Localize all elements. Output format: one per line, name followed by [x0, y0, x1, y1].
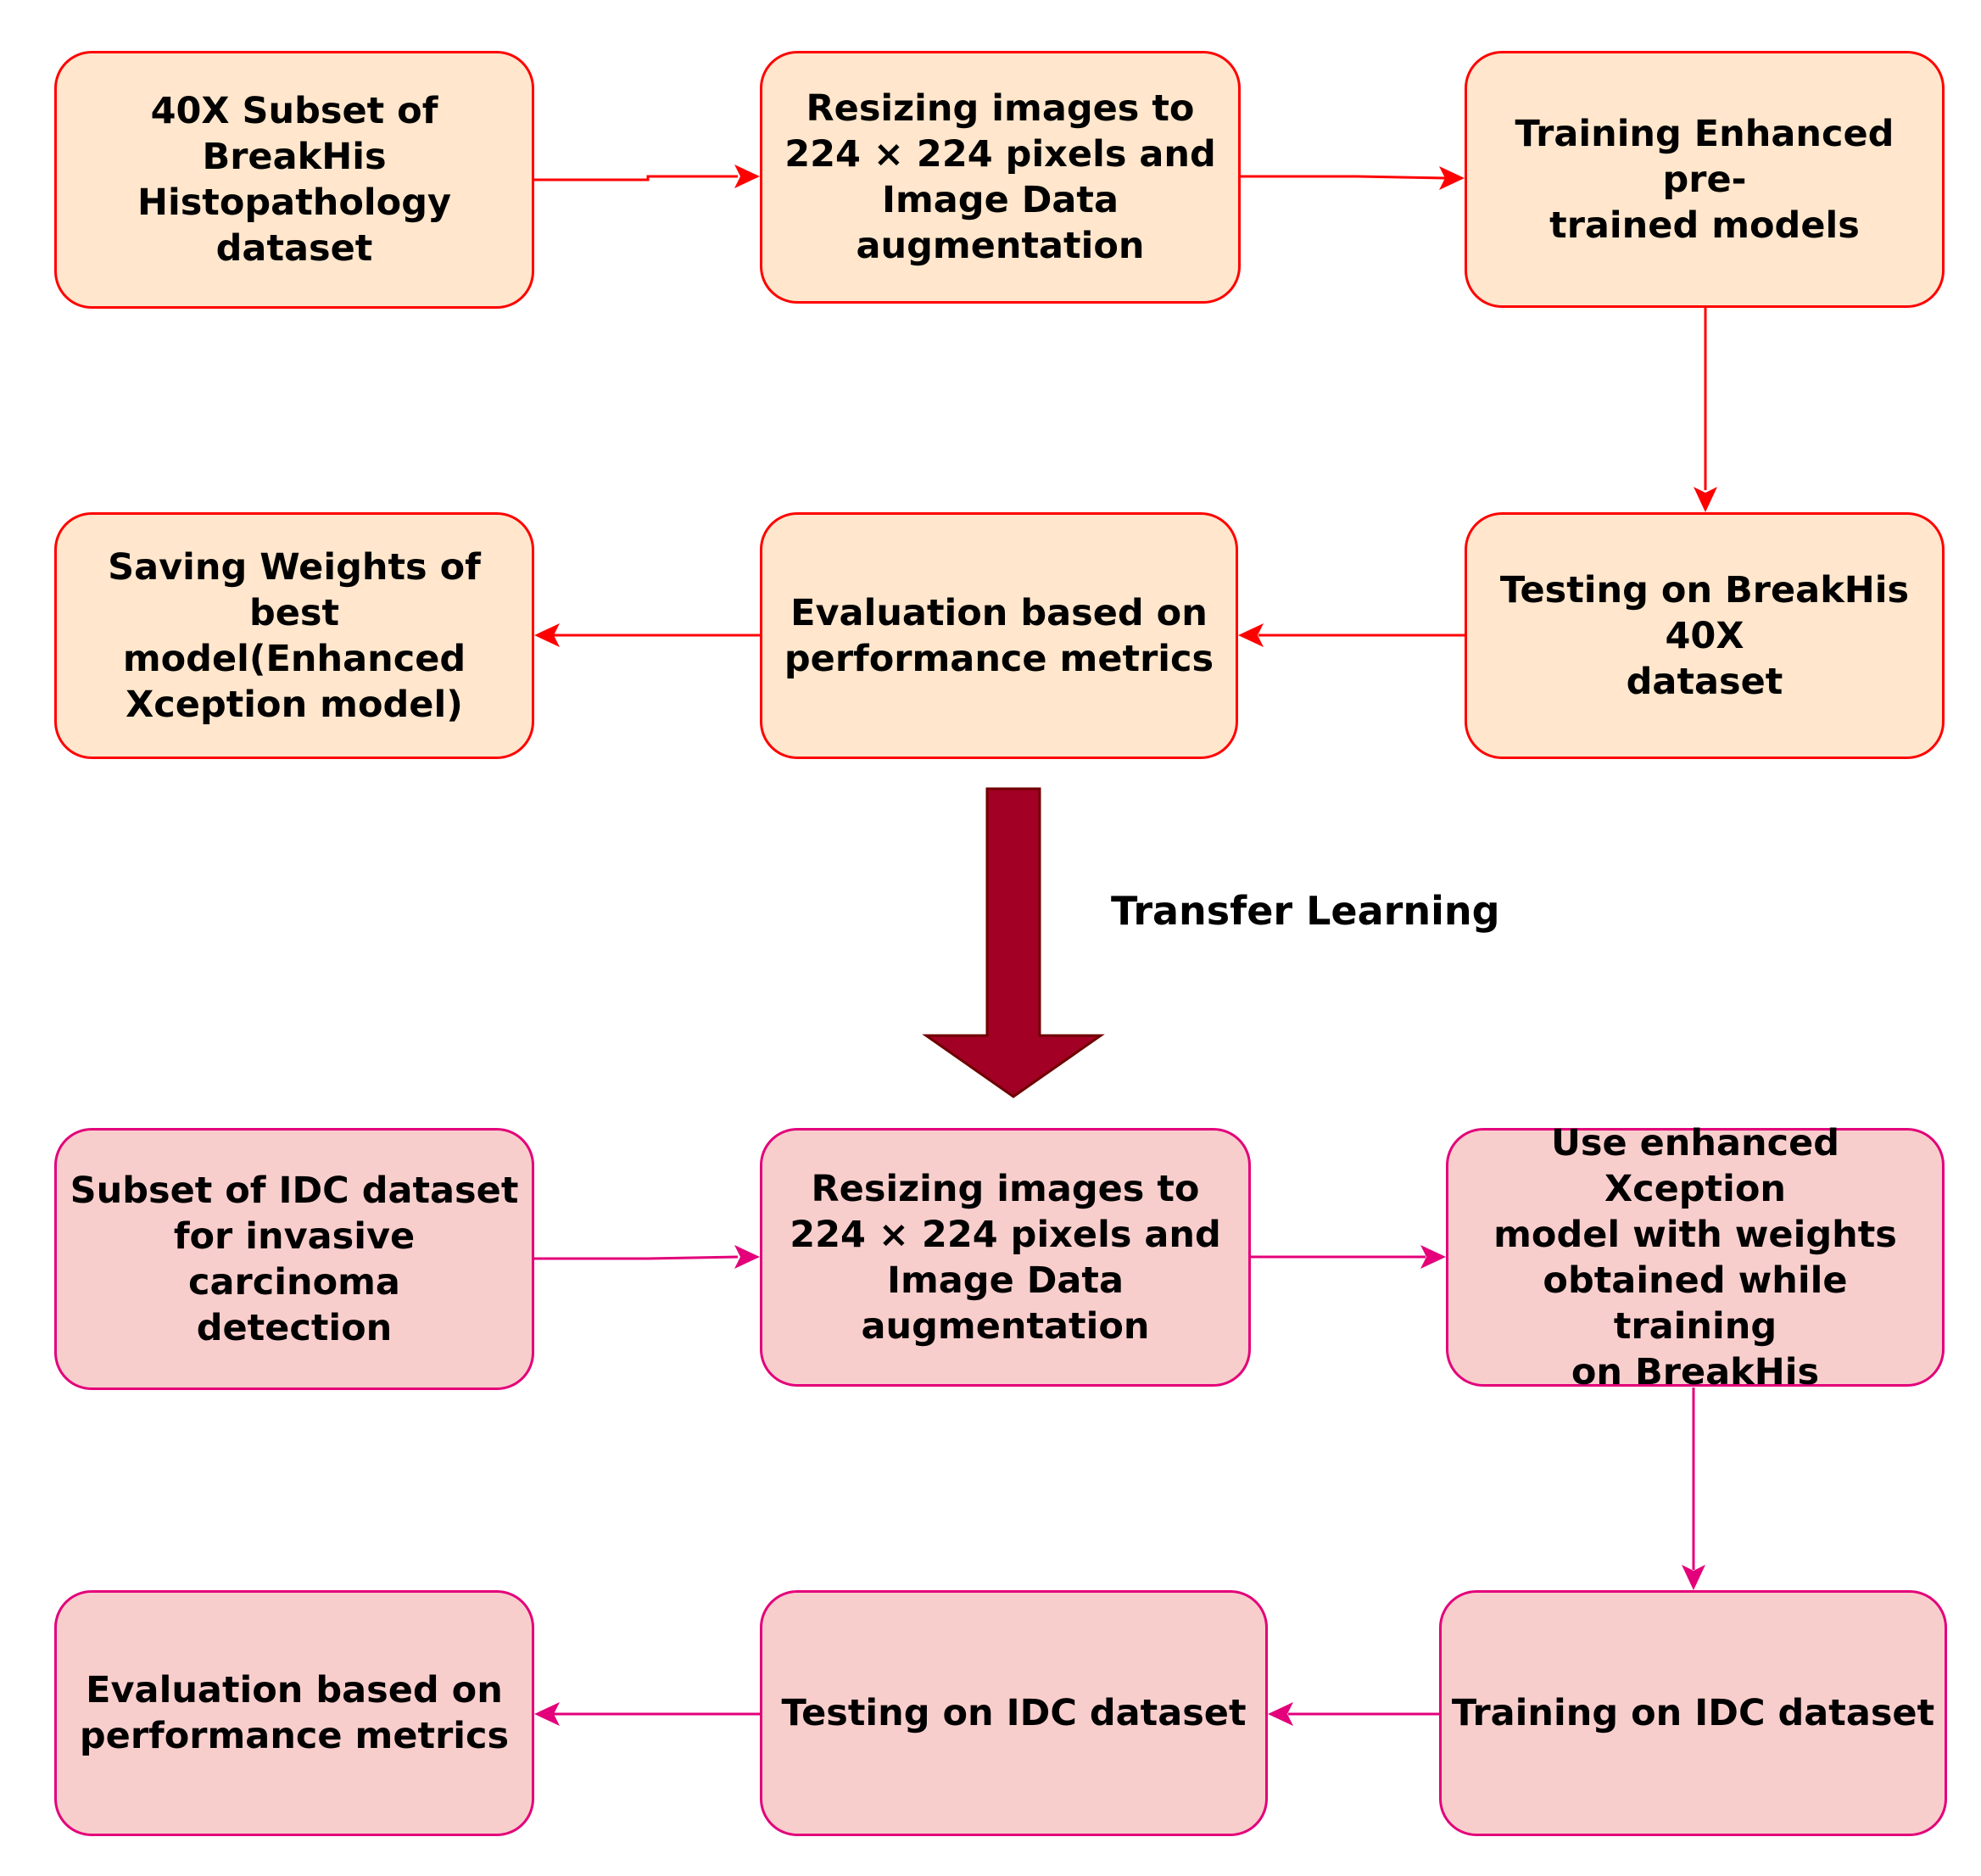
node-evaluation-bottom: Evaluation based on performance metrics	[54, 1590, 534, 1836]
arrowhead-resize-idc	[734, 1245, 760, 1269]
node-save-weights-label: Saving Weights of best model(Enhanced Xc…	[108, 545, 481, 726]
node-evaluation-top: Evaluation based on performance metrics	[760, 512, 1238, 759]
arrowhead-xception	[1420, 1245, 1446, 1269]
top-arrowheads	[534, 165, 1717, 647]
node-evaluation-bottom-label: Evaluation based on performance metrics	[79, 1669, 510, 1757]
arrow-idc-to-resize	[534, 1255, 739, 1260]
node-resize-augment-bottom: Resizing images to 224 × 224 pixels and …	[760, 1128, 1251, 1387]
node-idc-subset: Subset of IDC dataset for invasive carci…	[54, 1128, 534, 1390]
node-train-idc: Training on IDC dataset	[1439, 1590, 1947, 1836]
node-resize-augment-top-label: Resizing images to 224 × 224 pixels and …	[784, 87, 1216, 267]
node-train-pretrained: Training Enhanced pre- trained models	[1465, 51, 1945, 308]
bottom-connectors	[534, 1255, 1695, 1716]
arrowhead-evaluation	[1238, 623, 1264, 647]
node-resize-augment-bottom-label: Resizing images to 224 × 224 pixels and …	[790, 1167, 1221, 1348]
node-test-breakhis-label: Testing on BreakHis 40X dataset	[1499, 568, 1910, 703]
top-connectors	[534, 175, 1707, 637]
node-train-pretrained-label: Training Enhanced pre- trained models	[1515, 112, 1895, 247]
transfer-learning-arrow	[922, 787, 1105, 1098]
arrowhead-testing	[1694, 487, 1717, 512]
node-evaluation-top-label: Evaluation based on performance metrics	[784, 591, 1214, 680]
node-resize-augment-top: Resizing images to 224 × 224 pixels and …	[760, 51, 1241, 304]
arrow-breakhis-to-resize	[534, 175, 738, 181]
node-train-idc-label: Training on IDC dataset	[1451, 1692, 1935, 1734]
arrowhead-testing-idc	[1268, 1702, 1293, 1726]
arrowhead-training	[1439, 166, 1465, 190]
transfer-learning-label: Transfer Learning	[1111, 888, 1500, 934]
bottom-arrowheads	[534, 1245, 1705, 1726]
node-test-idc: Testing on IDC dataset	[760, 1590, 1268, 1836]
node-test-breakhis: Testing on BreakHis 40X dataset	[1465, 512, 1945, 759]
node-save-weights: Saving Weights of best model(Enhanced Xc…	[54, 512, 534, 759]
node-use-xception-label: Use enhanced Xception model with weights…	[1493, 1121, 1897, 1393]
node-test-idc-label: Testing on IDC dataset	[781, 1692, 1247, 1734]
node-idc-subset-label: Subset of IDC dataset for invasive carci…	[70, 1169, 519, 1349]
arrowhead-resize	[734, 165, 760, 188]
arrow-resize-to-training	[1241, 175, 1447, 180]
arrowhead-saving	[534, 623, 560, 647]
arrowhead-training-idc	[1682, 1565, 1705, 1590]
node-breakhis-subset-label: 40X Subset of BreakHis Histopathology da…	[137, 90, 451, 270]
node-breakhis-subset: 40X Subset of BreakHis Histopathology da…	[54, 51, 534, 309]
arrowhead-evaluation-idc	[534, 1702, 560, 1726]
node-use-xception: Use enhanced Xception model with weights…	[1446, 1122, 1945, 1393]
